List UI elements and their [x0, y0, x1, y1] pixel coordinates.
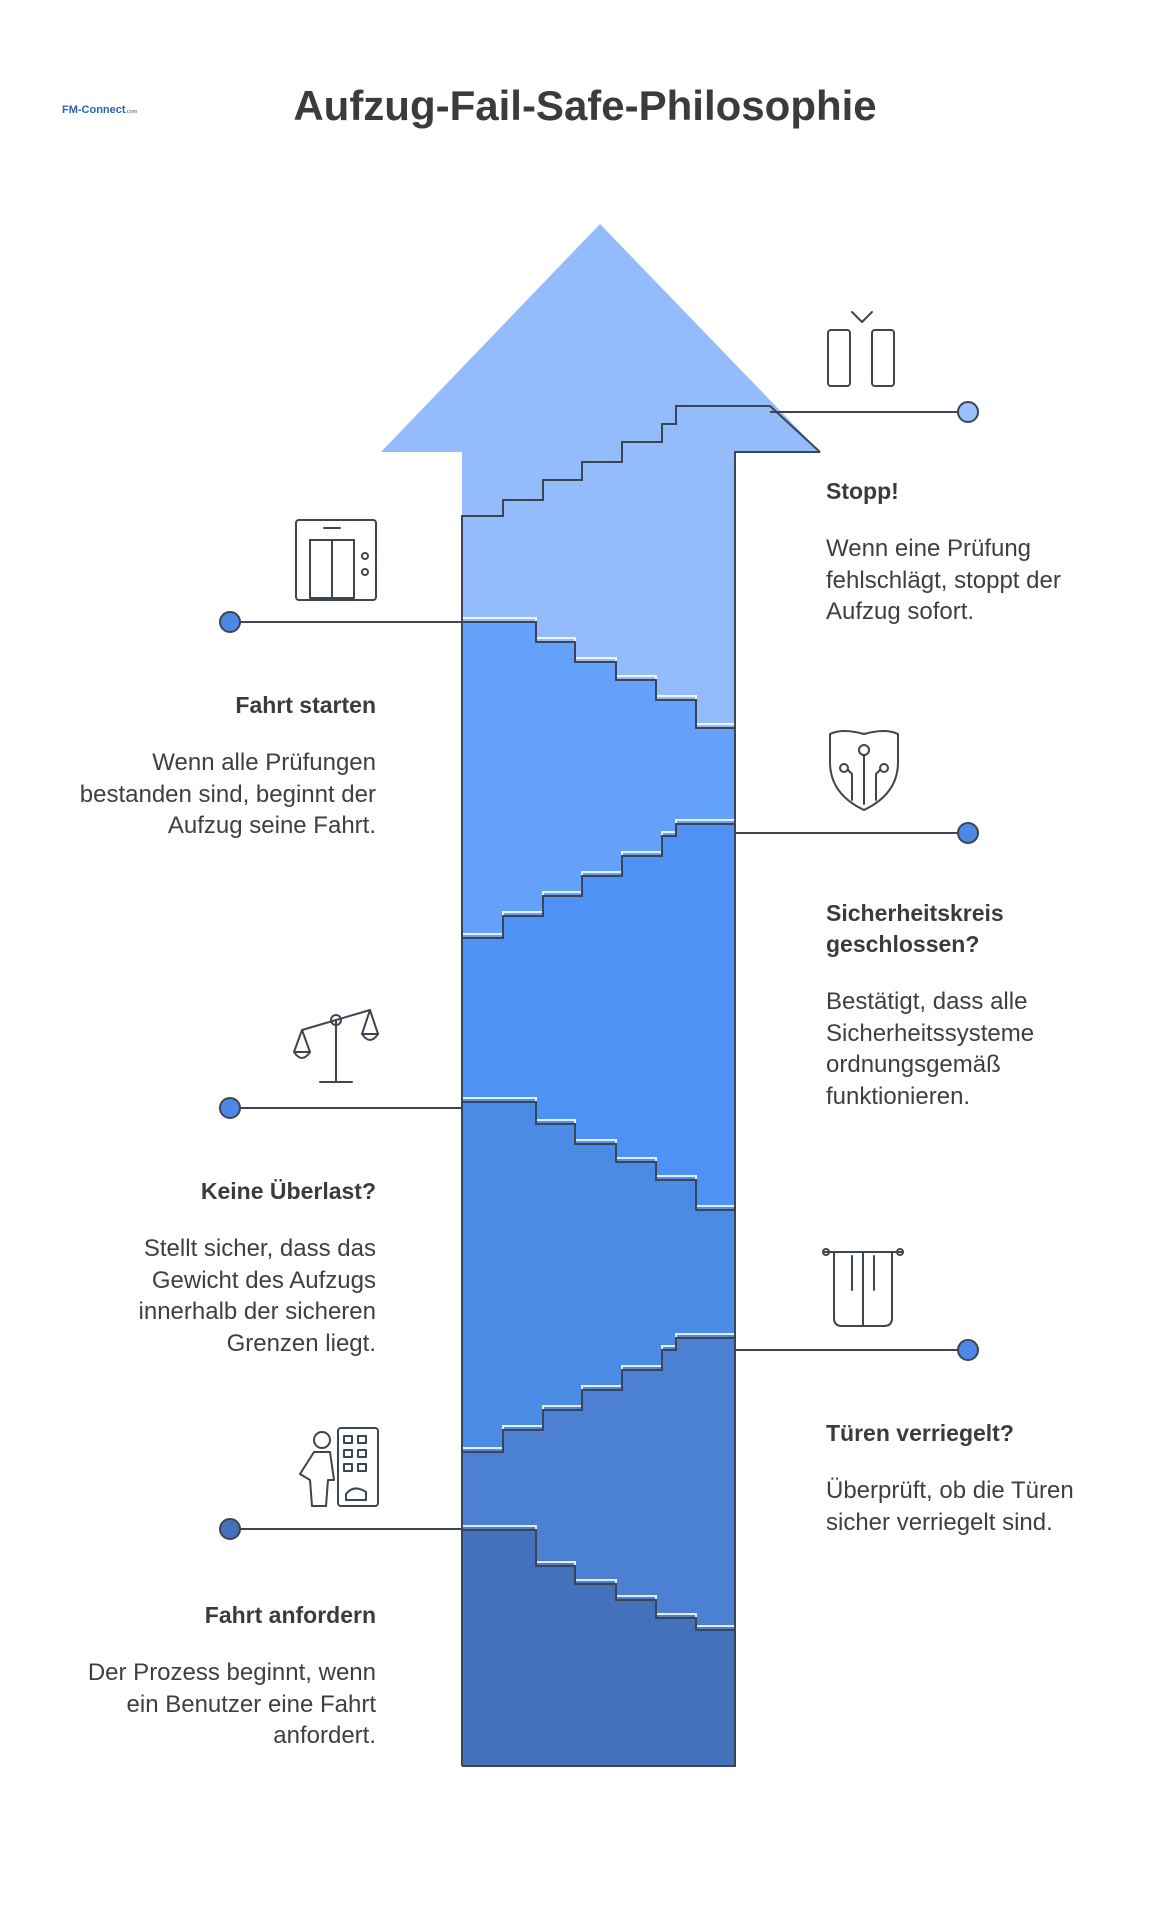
- step-description: Stellt sicher, dass das Gewicht des Aufz…: [138, 1235, 376, 1357]
- step-stopp: Stopp! Wenn eine Prüfung fehlschlägt, st…: [826, 476, 1156, 628]
- connector-dots: [219, 401, 979, 1540]
- step-description: Wenn alle Prüfungen bestanden sind, begi…: [79, 749, 376, 839]
- dot-sicherheitskreis: [957, 822, 979, 844]
- page-title: Aufzug-Fail-Safe-Philosophie: [293, 82, 877, 129]
- step-fahrt-anfordern: Fahrt anfordern Der Prozess beginnt, wen…: [46, 1600, 376, 1752]
- stop-door-icon: [827, 311, 895, 387]
- step-sicherheitskreis: Sicherheitskreis geschlossen? Bestätigt,…: [826, 898, 1156, 1112]
- dot-ueberlast: [219, 1097, 241, 1119]
- step-description: Der Prozess beginnt, wenn ein Benutzer e…: [87, 1659, 376, 1749]
- elevator-icon: [295, 519, 377, 601]
- dot-stopp: [957, 401, 979, 423]
- segment-ueberlast: [462, 1102, 735, 1452]
- step-fahrt-starten: Fahrt starten Wenn alle Prüfungen bestan…: [46, 690, 376, 842]
- step-tueren: Türen verriegelt? Überprüft, ob die Türe…: [826, 1418, 1156, 1538]
- step-description: Wenn eine Prüfung fehlschlägt, stoppt de…: [826, 535, 1061, 625]
- segment-stopp: [381, 224, 820, 728]
- step-heading: Fahrt starten: [235, 692, 376, 718]
- segment-sicherheitskreis: [462, 824, 735, 1210]
- segment-tueren: [462, 1338, 735, 1630]
- step-heading: Stopp!: [826, 478, 899, 504]
- step-heading: Sicherheitskreis geschlossen?: [826, 900, 1004, 957]
- dot-tueren: [957, 1339, 979, 1361]
- step-heading: Türen verriegelt?: [826, 1420, 1014, 1446]
- connector-lines: [230, 411, 962, 1530]
- dot-fahrt-anfordern: [219, 1518, 241, 1540]
- user-request-icon: [299, 1427, 379, 1507]
- step-ueberlast: Keine Überlast? Stellt sicher, dass das …: [46, 1176, 376, 1359]
- shield-circuit-icon: [829, 730, 899, 811]
- scale-icon: [293, 1009, 379, 1083]
- step-description: Überprüft, ob die Türen sicher verriegel…: [826, 1477, 1074, 1536]
- segment-fahrt-anfordern: [462, 1530, 735, 1766]
- dot-fahrt-starten: [219, 611, 241, 633]
- staircase-outline: [461, 405, 821, 1767]
- brand-logo: FM-Connect.com: [62, 104, 138, 116]
- step-description: Bestätigt, dass alle Sicherheitssysteme …: [826, 988, 1035, 1110]
- door-lock-icon: [822, 1248, 904, 1327]
- step-heading: Keine Überlast?: [200, 1178, 376, 1204]
- step-heading: Fahrt anfordern: [204, 1602, 376, 1628]
